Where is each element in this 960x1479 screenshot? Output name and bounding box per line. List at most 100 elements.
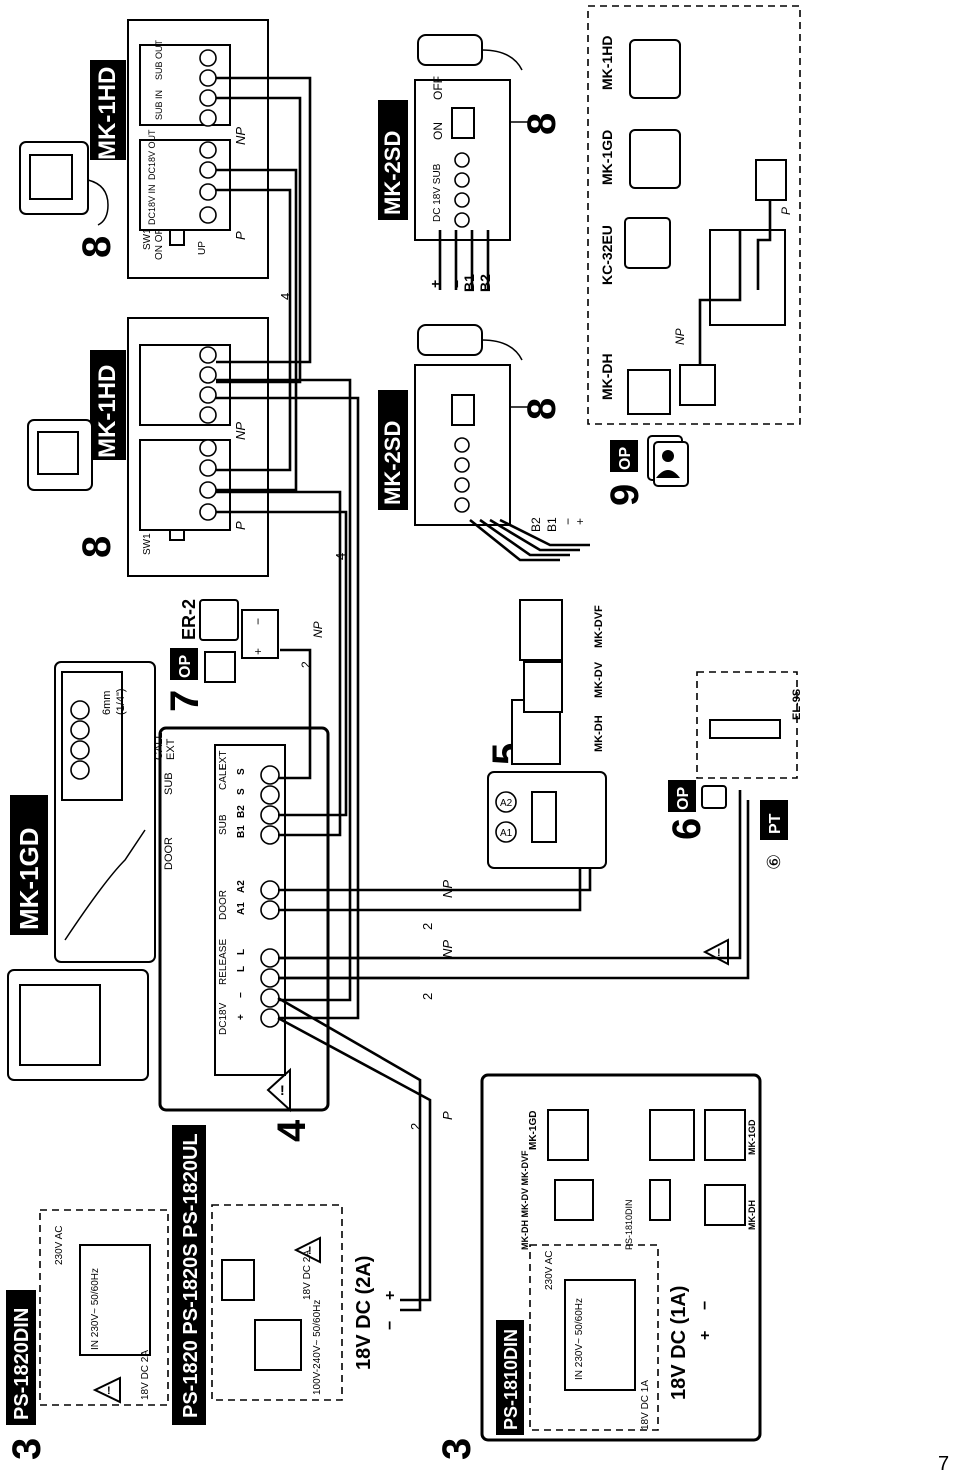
svg-text:P: P — [440, 1111, 455, 1120]
svg-text:2: 2 — [299, 661, 313, 668]
svg-text:B2: B2 — [529, 517, 543, 532]
svg-text:230V AC: 230V AC — [544, 1251, 555, 1290]
svg-text:18V DC (1A): 18V DC (1A) — [668, 1286, 690, 1400]
svg-text:RELEASE: RELEASE — [218, 939, 229, 985]
mk1gd-title: MK-1GD — [14, 827, 44, 930]
mk1hd-a-sub-terminals — [199, 49, 217, 127]
svg-text:MK-1GD: MK-1GD — [528, 1111, 539, 1150]
step-8-label: 8 — [75, 536, 119, 558]
svg-text:⑥: ⑥ — [764, 854, 784, 870]
step-6-lock: EL-9S 6 OP PT ⑥ ! — [665, 671, 803, 966]
svg-text:MK-1HD: MK-1HD — [599, 36, 615, 90]
svg-text:DC 18V SUB: DC 18V SUB — [432, 163, 443, 222]
svg-text:B1: B1 — [461, 274, 477, 292]
svg-text:P: P — [233, 521, 248, 530]
svg-text:MK-DH: MK-DH — [599, 353, 615, 400]
svg-text:3: 3 — [435, 1438, 479, 1460]
person-cards-icon — [647, 435, 689, 487]
warning-icon: ! — [266, 1067, 291, 1113]
svg-text:ON OFF: ON OFF — [154, 222, 165, 260]
svg-text:MK-DVF: MK-DVF — [593, 605, 605, 648]
svg-text:B2: B2 — [236, 805, 247, 818]
svg-text:DC18V: DC18V — [218, 1002, 229, 1035]
mk2sd-b-terminals — [454, 437, 470, 513]
svg-text:2: 2 — [420, 993, 435, 1000]
svg-text:−: − — [697, 1301, 714, 1310]
svg-text:A1: A1 — [500, 828, 513, 839]
svg-text:EL-9S: EL-9S — [791, 689, 803, 720]
svg-text:6: 6 — [665, 818, 709, 840]
svg-text:3: 3 — [5, 1438, 49, 1460]
svg-text:A1: A1 — [236, 902, 247, 915]
svg-text:B1: B1 — [236, 825, 247, 838]
svg-text:4: 4 — [333, 553, 348, 560]
svg-text:18V DC 1A: 18V DC 1A — [640, 1380, 651, 1430]
svg-text:NP: NP — [673, 328, 687, 345]
svg-text:A2: A2 — [500, 798, 513, 809]
svg-text:ON: ON — [431, 122, 445, 140]
step-5-door-panels: 5 A1 A2 MK-DH MK-DV MK-DVF — [485, 599, 607, 869]
svg-text:+: + — [382, 1291, 399, 1300]
option-7-er2: 7 OP ER-2 + − NP 2 — [163, 599, 325, 712]
svg-text:MK-DH: MK-DH — [747, 1200, 757, 1230]
svg-text:SUB IN: SUB IN — [154, 90, 164, 120]
svg-text:−: − — [236, 992, 247, 998]
mk2sd-handset-a — [417, 34, 523, 71]
svg-text:PS-1820DIN: PS-1820DIN — [11, 1308, 33, 1420]
svg-text:MK-DV: MK-DV — [593, 661, 605, 698]
svg-text:OFF: OFF — [431, 76, 445, 100]
svg-text:+: + — [236, 1014, 247, 1020]
mk2sd-station-b: MK-2SD 8 — [378, 364, 564, 526]
warning-icon: ! — [92, 1376, 121, 1404]
mk1hd-title-a: MK-1HD — [94, 67, 121, 160]
svg-text:+: + — [427, 280, 443, 288]
svg-text:7: 7 — [163, 690, 207, 712]
svg-text:PS-1810DIN: PS-1810DIN — [624, 1199, 634, 1250]
svg-text:DC18V OUT: DC18V OUT — [147, 129, 157, 180]
mk1hd-b-dc-terminals — [199, 439, 217, 521]
step-4-label: 4 — [270, 1119, 314, 1142]
svg-text:B2: B2 — [477, 274, 493, 292]
svg-text:UP: UP — [197, 241, 208, 255]
svg-text:SW1: SW1 — [142, 533, 153, 555]
svg-text:B1: B1 — [545, 517, 559, 532]
svg-text:DC18V IN: DC18V IN — [147, 184, 157, 225]
svg-text:OP: OP — [617, 447, 634, 470]
svg-text:(1/4"): (1/4") — [115, 688, 127, 715]
svg-text:A2: A2 — [236, 880, 247, 893]
svg-text:18V DC 2A: 18V DC 2A — [140, 1350, 151, 1400]
svg-text:!: ! — [107, 1385, 111, 1397]
mk1hd-handset-illustration-b — [27, 419, 93, 491]
mk1hd-b-sub-terminals — [199, 346, 217, 424]
svg-text:!: ! — [280, 1082, 285, 1098]
svg-text:ER-2: ER-2 — [179, 599, 199, 640]
svg-text:OP: OP — [675, 787, 692, 810]
wire-count-labels: 4 4 2 NP 2 NP 2 P — [278, 293, 455, 1130]
step-8-label: 8 — [75, 236, 119, 258]
mk2sd-handset-b — [417, 324, 523, 361]
svg-text:4: 4 — [278, 293, 293, 300]
svg-text:IN 230V~ 50/60Hz: IN 230V~ 50/60Hz — [90, 1268, 101, 1350]
mk1gd-unit-illustration — [7, 969, 149, 1081]
mk1hd-monitor-b: MK-1HD 8 SW1 NP P — [75, 317, 269, 577]
svg-text:18V DC (2A): 18V DC (2A) — [353, 1256, 375, 1370]
svg-text:230V AC: 230V AC — [54, 1226, 65, 1265]
mk1gd-screw-terminals — [260, 765, 280, 1028]
psu-ps1810din-section: 3 PS-1810DIN 230V AC IN 230V~ 50/60Hz 18… — [435, 1073, 762, 1460]
svg-text:100V-240V~ 50/60Hz: 100V-240V~ 50/60Hz — [312, 1300, 323, 1395]
svg-text:L: L — [236, 966, 247, 972]
svg-text:!: ! — [308, 1245, 312, 1257]
svg-text:MK-DH MK-DV MK-DVF: MK-DH MK-DV MK-DVF — [520, 1150, 530, 1250]
strip-terminal-row — [70, 700, 90, 780]
mk2sd-a-terminals — [454, 152, 470, 228]
svg-text:2: 2 — [420, 923, 435, 930]
svg-text:+: + — [697, 1331, 714, 1340]
option-9-door-panel-group: MK-DH KC-32EU MK-1GD MK-1HD NP P — [587, 5, 801, 425]
svg-text:!: ! — [717, 947, 721, 959]
mk1hd-a-dc-terminals — [199, 141, 217, 224]
svg-text:PS-1810DIN: PS-1810DIN — [501, 1329, 521, 1430]
svg-text:2: 2 — [408, 1123, 423, 1130]
svg-text:KC-32EU: KC-32EU — [599, 225, 615, 285]
step-8-label: 8 — [520, 113, 564, 135]
